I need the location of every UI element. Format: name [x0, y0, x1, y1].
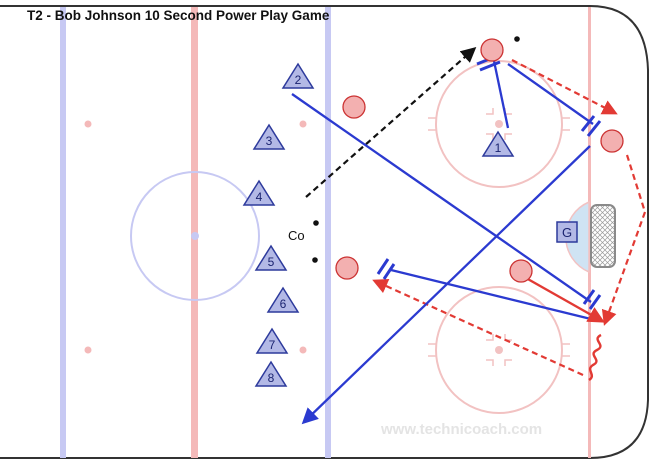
attacker-label: 7	[269, 338, 276, 352]
attacker-label: 5	[268, 255, 275, 269]
skating-squiggle	[588, 333, 602, 382]
defender	[509, 259, 533, 283]
blue-line-left	[60, 7, 66, 458]
faceoff-circle-bottom	[428, 286, 570, 414]
pass-lines	[291, 60, 596, 425]
goal-net	[590, 204, 616, 268]
puck-carry-arrow	[525, 276, 605, 323]
neutral-zone-dot	[84, 346, 92, 354]
skate-path	[625, 154, 647, 213]
puck	[514, 36, 520, 42]
pass-line	[492, 60, 510, 129]
center-faceoff-circle	[130, 171, 260, 301]
attacker-label: 6	[280, 297, 287, 311]
puck	[313, 220, 319, 226]
neutral-zone-dot	[299, 120, 307, 128]
pass-line	[291, 93, 592, 303]
attacker-2: 2	[281, 62, 315, 89]
stick-mark	[582, 289, 602, 310]
pass-line	[507, 63, 594, 125]
defender	[335, 256, 359, 280]
stick-mark	[376, 258, 396, 280]
attacker-7: 7	[255, 327, 289, 354]
blue-line-right	[325, 7, 331, 458]
skate-path	[372, 279, 584, 377]
attacker-label: 8	[268, 371, 275, 385]
skate-path-dashed-black	[305, 46, 477, 198]
skate-paths-red	[372, 59, 647, 377]
attacker-5: 5	[254, 244, 288, 271]
stick-marks	[376, 54, 602, 310]
center-faceoff-dot	[191, 232, 199, 240]
attacker-label: 4	[256, 190, 263, 204]
attacker-label: 1	[495, 141, 502, 155]
neutral-zone-dot	[299, 346, 307, 354]
attacker-6: 6	[266, 286, 300, 313]
attacker-label: 2	[295, 73, 302, 87]
attacker-3: 3	[252, 123, 286, 150]
defender	[600, 129, 624, 153]
drill-title: T2 - Bob Johnson 10 Second Power Play Ga…	[27, 8, 330, 23]
attacker-label: 3	[266, 134, 273, 148]
attacker-4: 4	[242, 179, 276, 206]
attacker-8: 8	[254, 360, 288, 387]
pass-line	[390, 268, 596, 322]
neutral-zone-dot	[84, 120, 92, 128]
defender	[342, 95, 366, 119]
goalie-label: G	[562, 225, 572, 240]
rink-boards	[0, 5, 649, 459]
puck	[312, 257, 318, 263]
coach-label: Co	[288, 228, 305, 243]
attacker-1: 1	[481, 130, 515, 157]
goalie: G	[556, 221, 578, 243]
watermark: www.technicoach.com	[380, 421, 542, 438]
defenders	[335, 38, 624, 283]
defender	[480, 38, 504, 62]
pass-line	[301, 145, 591, 425]
stick-mark	[580, 115, 602, 137]
attackers: 1 2 3 4 5 6 7 8	[242, 62, 515, 387]
